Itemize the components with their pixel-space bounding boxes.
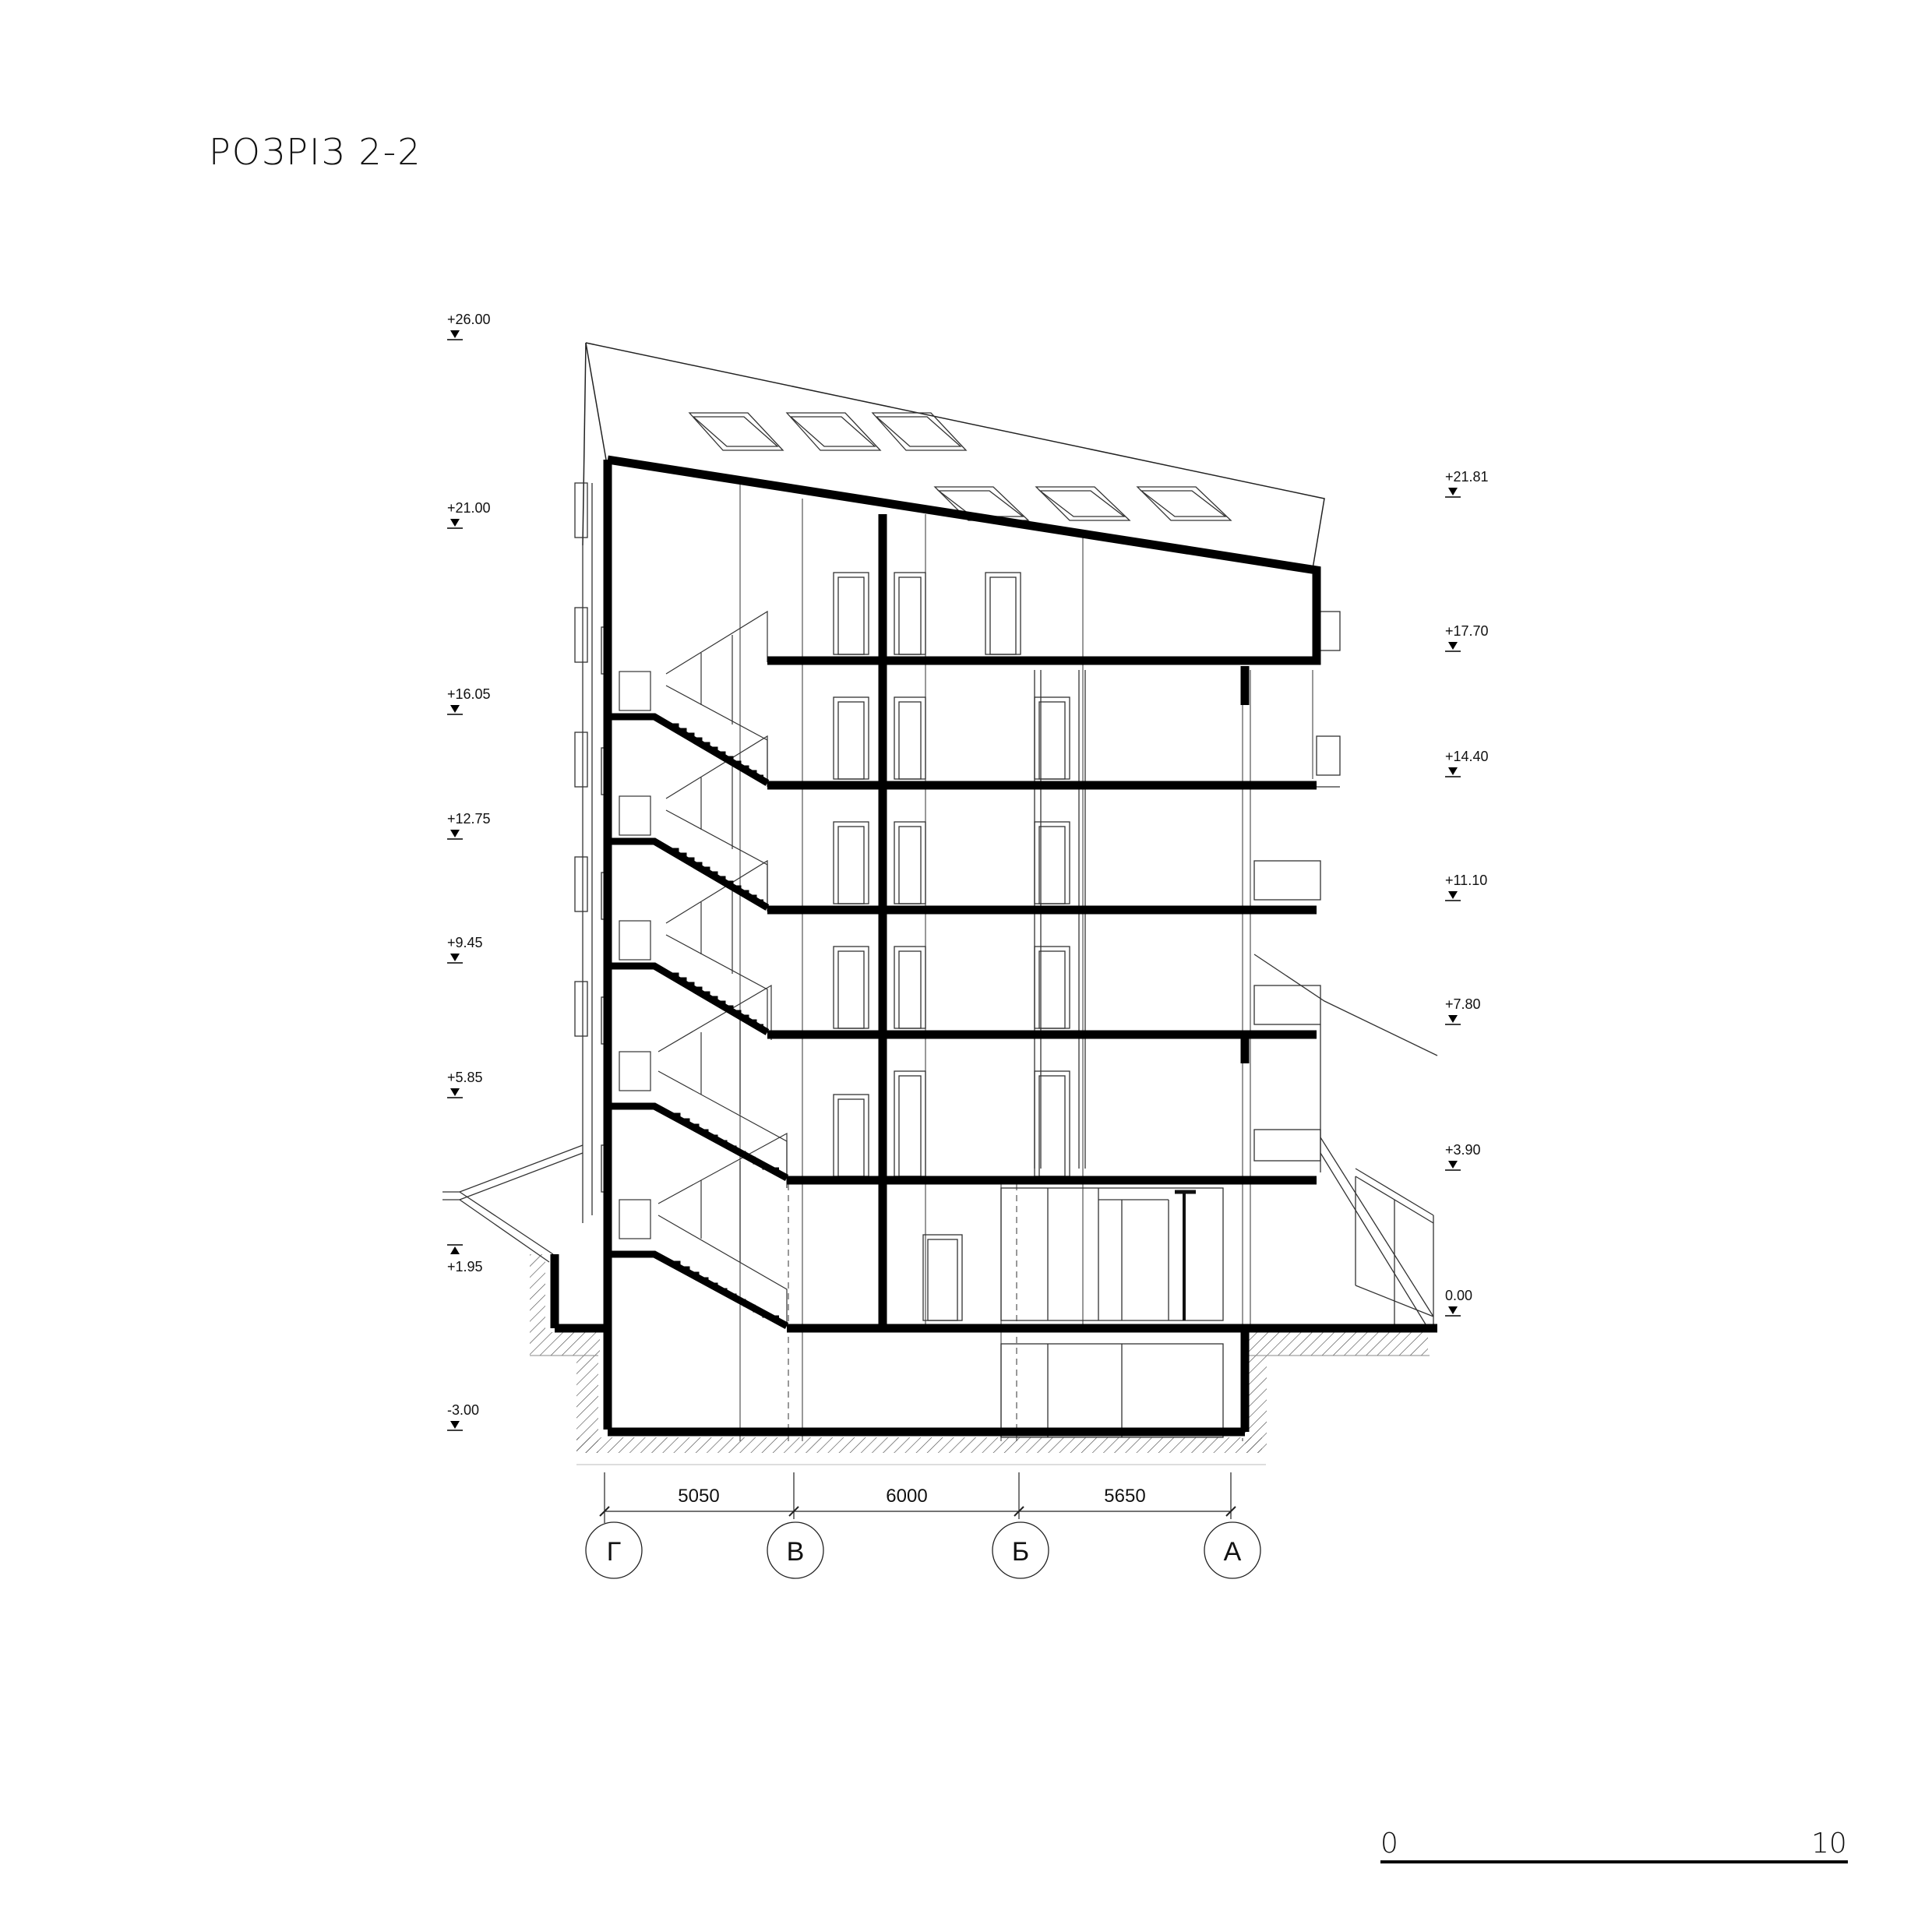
level-left-12: +12.75: [447, 811, 491, 827]
scale-start: 0: [1380, 1828, 1398, 1860]
axis-label-4: А: [1224, 1537, 1242, 1567]
axis-label-3: Б: [1012, 1537, 1029, 1567]
axis-bubble-3: [992, 1521, 1049, 1579]
axis-label-1: Г: [607, 1537, 621, 1567]
dimension-3: 5650: [1104, 1486, 1145, 1507]
axis-label-2: В: [787, 1537, 805, 1567]
left-terrain: [442, 1144, 583, 1263]
doors: [833, 572, 1070, 1321]
interior-lines: [739, 483, 1313, 1441]
axis-bubble-2: [767, 1521, 824, 1579]
glazed-partitions: [1034, 670, 1086, 1169]
ground-hatching: [530, 1254, 1430, 1465]
level-markers-left: +26.00 +21.00 +16.05 +12.75 +9.45 +5.85 …: [447, 312, 491, 1431]
level-left-21: +21.00: [447, 500, 491, 516]
level-left-16: +16.05: [447, 686, 491, 702]
level-left-9: +9.45: [447, 935, 483, 950]
stair-treads: [670, 723, 779, 1318]
level-left-26: +26.00: [447, 312, 491, 327]
level-left-5: +5.85: [447, 1070, 483, 1085]
structure-cut: [550, 455, 1437, 1437]
dimension-chain: 5050 6000 5650: [599, 1472, 1236, 1519]
left-facade-windows: [574, 482, 612, 1223]
ground-floor-glazing: [1000, 1187, 1224, 1438]
axis-bubble-4: [1204, 1521, 1261, 1579]
scale-bar: 0 10: [1380, 1828, 1848, 1863]
axis-bubble-1: [585, 1521, 643, 1579]
dimension-1: 5050: [678, 1486, 719, 1507]
level-left-minus3: -3.00: [447, 1402, 479, 1418]
dimension-2: 6000: [886, 1486, 927, 1507]
roof-outline: [582, 342, 1325, 569]
grid-axes: Г В Б А: [585, 1519, 1261, 1579]
level-right-14: +14.40: [1445, 749, 1489, 764]
balconies-right: [1253, 611, 1438, 1172]
level-right-17: +17.70: [1445, 623, 1489, 639]
scale-end: 10: [1811, 1828, 1847, 1860]
level-right-7: +7.80: [1445, 996, 1481, 1012]
staircases: [619, 610, 788, 1324]
skylights: [688, 412, 1232, 521]
level-right-11: +11.10: [1445, 873, 1487, 888]
level-markers-right: +21.81 +17.70 +14.40 +11.10 +7.80 +3.90 …: [1445, 469, 1489, 1317]
level-right-0: 0.00: [1445, 1288, 1472, 1303]
level-right-3: +3.90: [1445, 1142, 1481, 1158]
level-left-1: +1.95: [447, 1259, 483, 1274]
exterior-stair: [1320, 1137, 1434, 1325]
stair-flights-cut: [608, 713, 789, 1329]
level-right-21: +21.81: [1445, 469, 1489, 485]
drawing-title: РОЗРІЗ 2-2: [209, 131, 422, 173]
